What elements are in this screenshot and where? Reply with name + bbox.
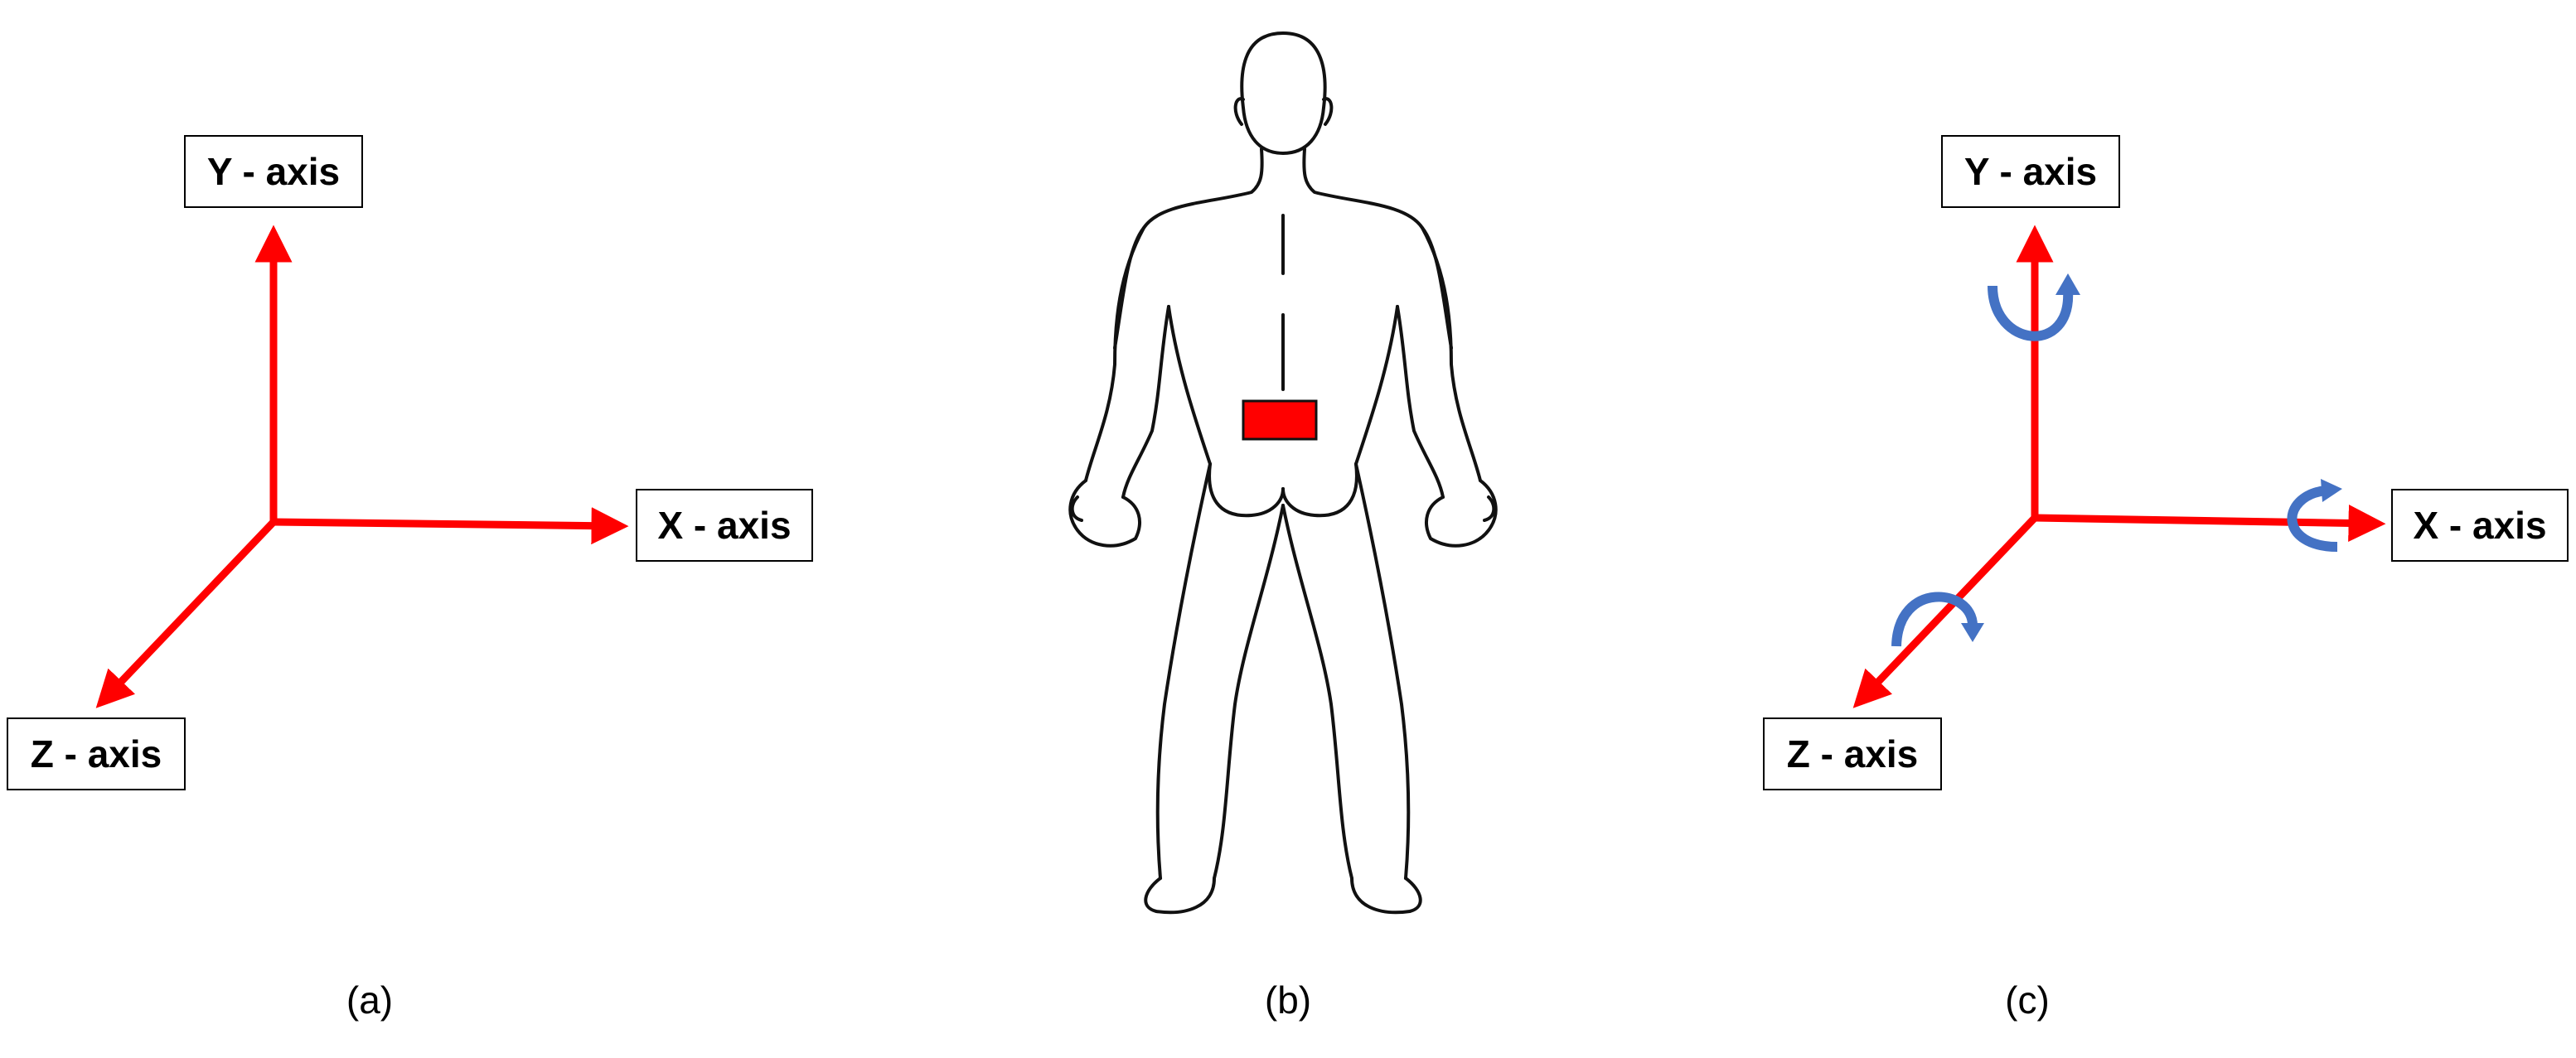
panel-b-caption: (b) <box>1264 978 1312 1022</box>
y-axis-label: Y - axis <box>1941 135 2120 208</box>
panel-c-axes <box>1852 225 2386 708</box>
human-body-back-view <box>1068 31 1498 915</box>
panel-c-caption: (c) <box>2005 978 2050 1022</box>
x-axis-label: X - axis <box>2391 489 2569 562</box>
z-axis-label: Z - axis <box>7 717 186 790</box>
rotation-around-z-icon <box>1891 592 1984 647</box>
x-axis-label: X - axis <box>636 489 813 562</box>
rotation-around-x-icon <box>2287 479 2342 552</box>
sensor-marker <box>1242 399 1318 441</box>
x-axis-arrow <box>2034 504 2386 542</box>
panel-a-caption: (a) <box>346 978 394 1022</box>
z-axis-arrow <box>95 519 277 708</box>
y-axis-label: Y - axis <box>184 135 363 208</box>
panel-a-axes <box>95 225 629 708</box>
x-axis-arrow <box>273 507 629 545</box>
z-axis-label: Z - axis <box>1763 717 1942 790</box>
z-axis-arrow <box>1852 515 2038 708</box>
rotation-around-y-icon <box>1988 273 2080 341</box>
